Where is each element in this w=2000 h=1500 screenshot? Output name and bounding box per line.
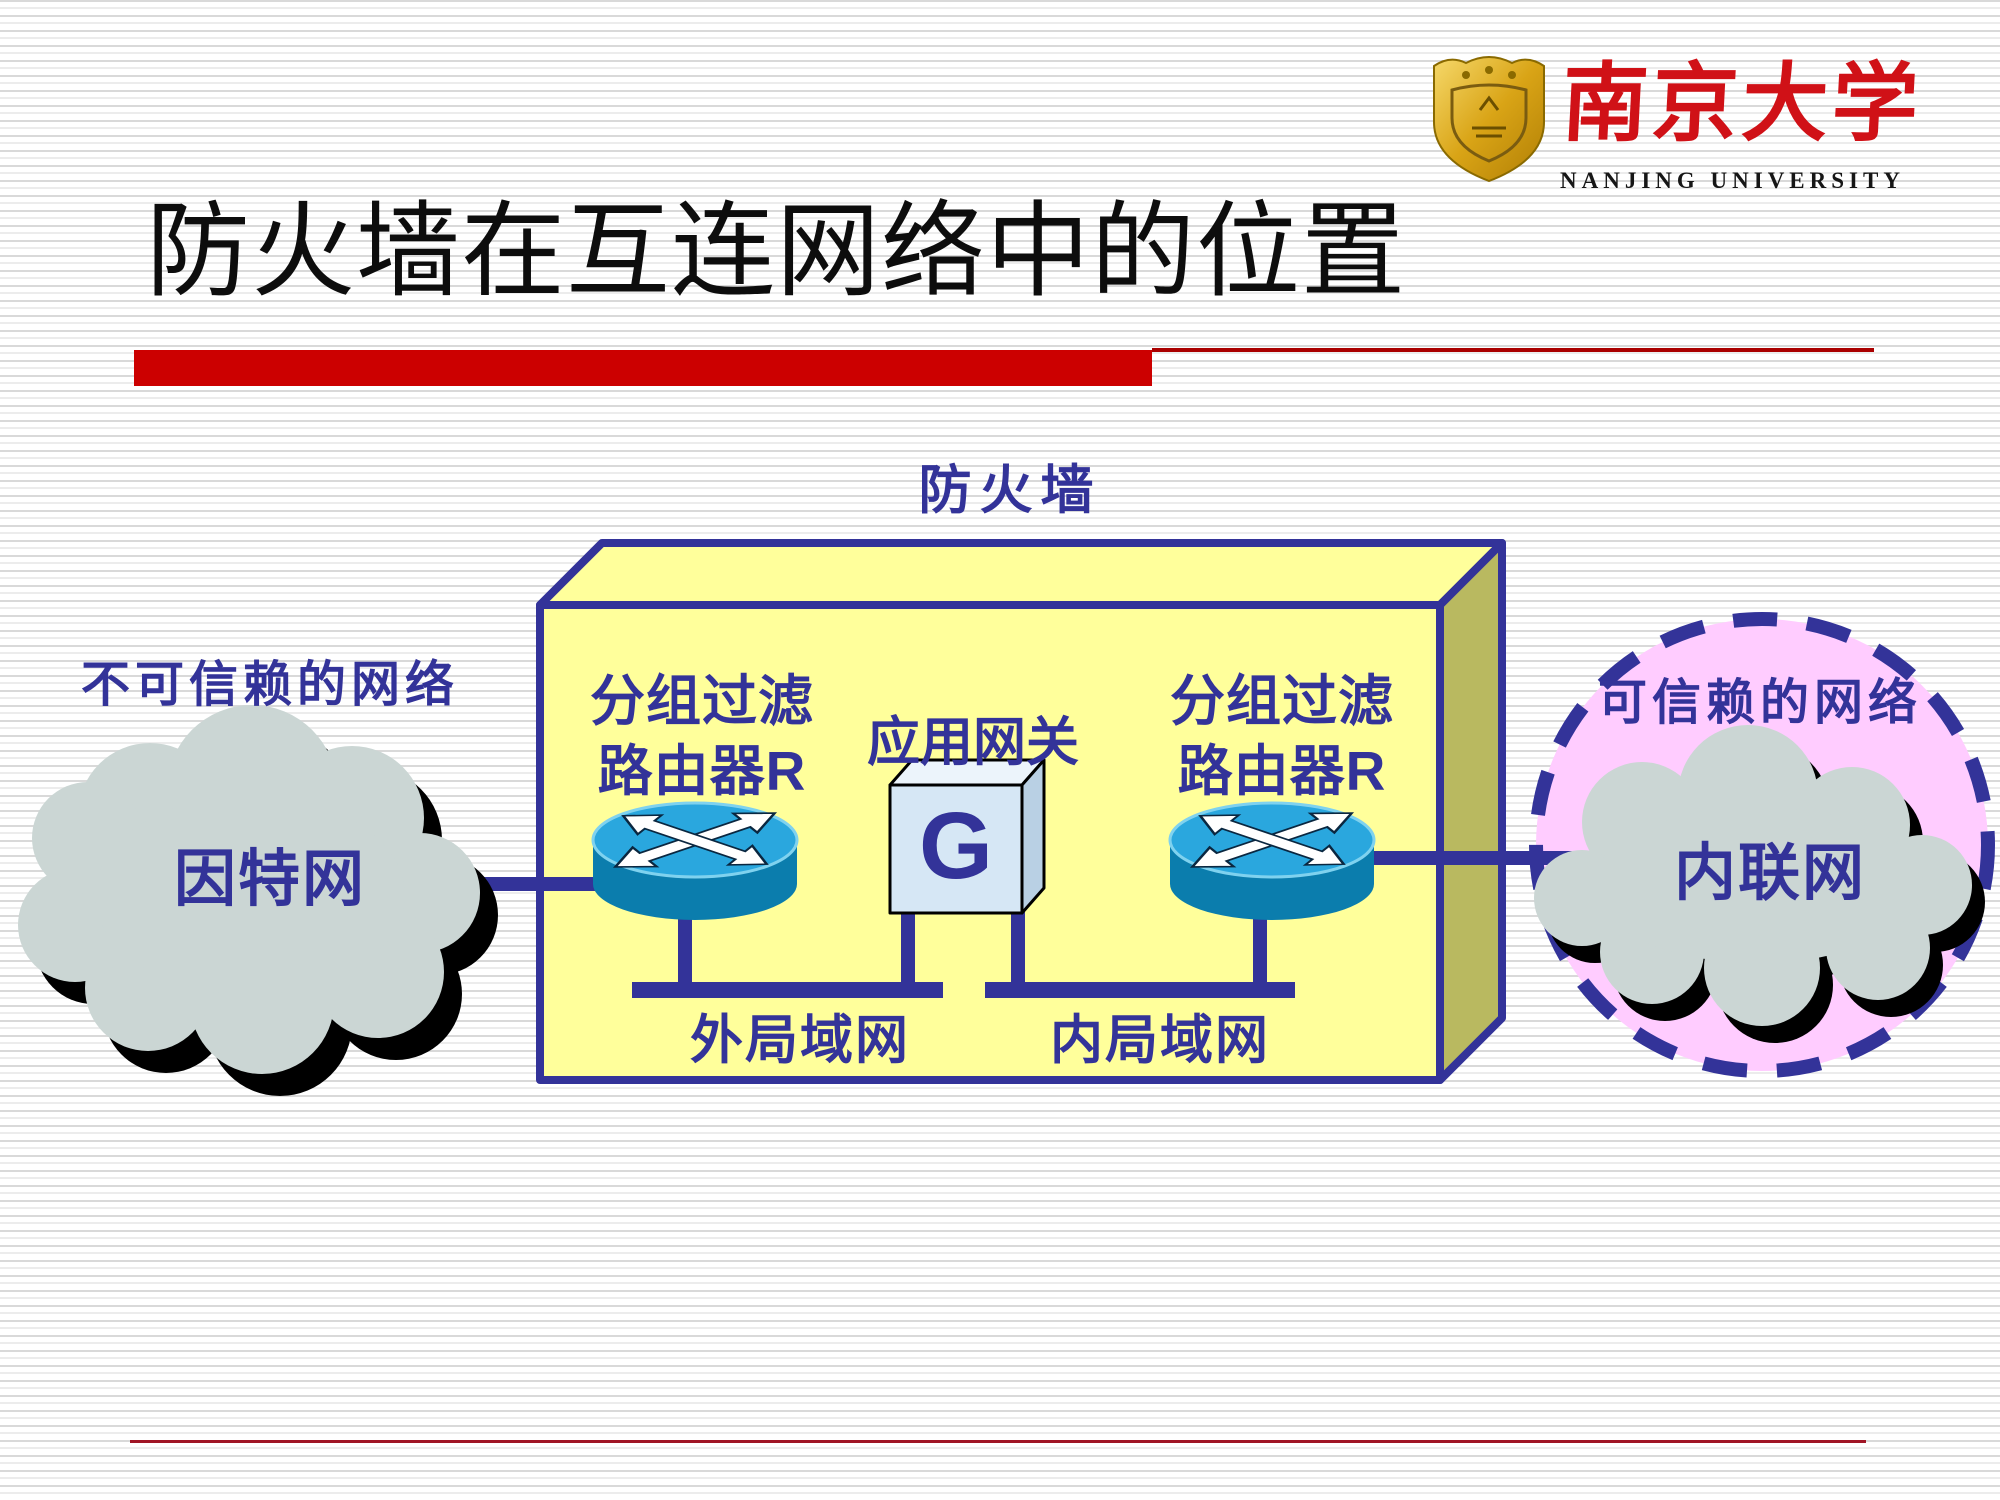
internet-label: 因特网: [173, 845, 366, 914]
app-gateway-box: [888, 758, 1046, 915]
intranet-label: 内联网: [1673, 839, 1866, 908]
router-right-icon: [1170, 803, 1374, 920]
university-name-en: NANJING UNIVERSITY: [1560, 168, 1905, 193]
trusted-network-label: 可信赖的网络: [1597, 676, 1922, 730]
untrusted-network-label: 不可信赖的网络: [80, 658, 459, 712]
inner-lan-label: 内局域网: [1050, 1011, 1270, 1070]
gateway-letter: G: [919, 793, 993, 899]
packet-filter-right-line2: 路由器R: [1177, 740, 1387, 803]
outer-lan-label: 外局域网: [690, 1011, 910, 1070]
app-gateway-label: 应用网关: [867, 713, 1079, 772]
packet-filter-right-line1: 分组过滤: [1169, 670, 1394, 732]
university-name-cn: 南京大学: [1559, 56, 1925, 152]
packet-filter-router-left-label: 分组过滤 路由器R: [572, 666, 832, 807]
firewall-label: 防火墙: [918, 461, 1102, 520]
packet-filter-left-line2: 路由器R: [597, 740, 807, 803]
packet-filter-router-right-label: 分组过滤 路由器R: [1152, 666, 1412, 807]
footer-rule: [130, 1440, 1866, 1443]
packet-filter-left-line1: 分组过滤: [589, 670, 814, 732]
page-title: 防火墙在互连网络中的位置: [146, 195, 1407, 310]
nju-shield-icon: [1433, 56, 1545, 183]
router-left-icon: [593, 803, 797, 920]
title-rule-thin: [1152, 348, 1874, 352]
title-rule-thick: [134, 350, 1152, 386]
